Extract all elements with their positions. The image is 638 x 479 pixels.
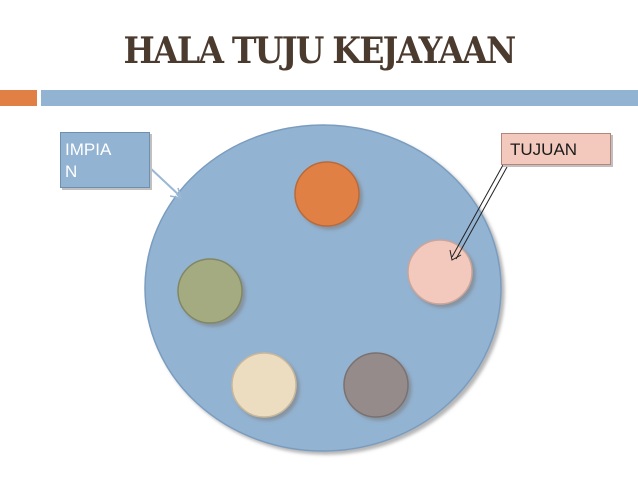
arrow-tujuan (449, 164, 508, 261)
accent-bar-orange (0, 90, 37, 106)
big-circle (144, 124, 502, 452)
circle-cream (231, 352, 297, 418)
circle-olive (177, 258, 243, 324)
label-impian: IMPIA N (60, 132, 150, 188)
label-tujuan: TUJUAN (501, 133, 611, 165)
slide-title: HALA TUJU KEJAYAAN (123, 30, 517, 72)
arrow-impian (146, 165, 183, 199)
circle-grey (343, 352, 409, 418)
circle-orange (294, 161, 360, 227)
accent-bar-blue (41, 90, 638, 106)
circle-pink (407, 239, 473, 305)
